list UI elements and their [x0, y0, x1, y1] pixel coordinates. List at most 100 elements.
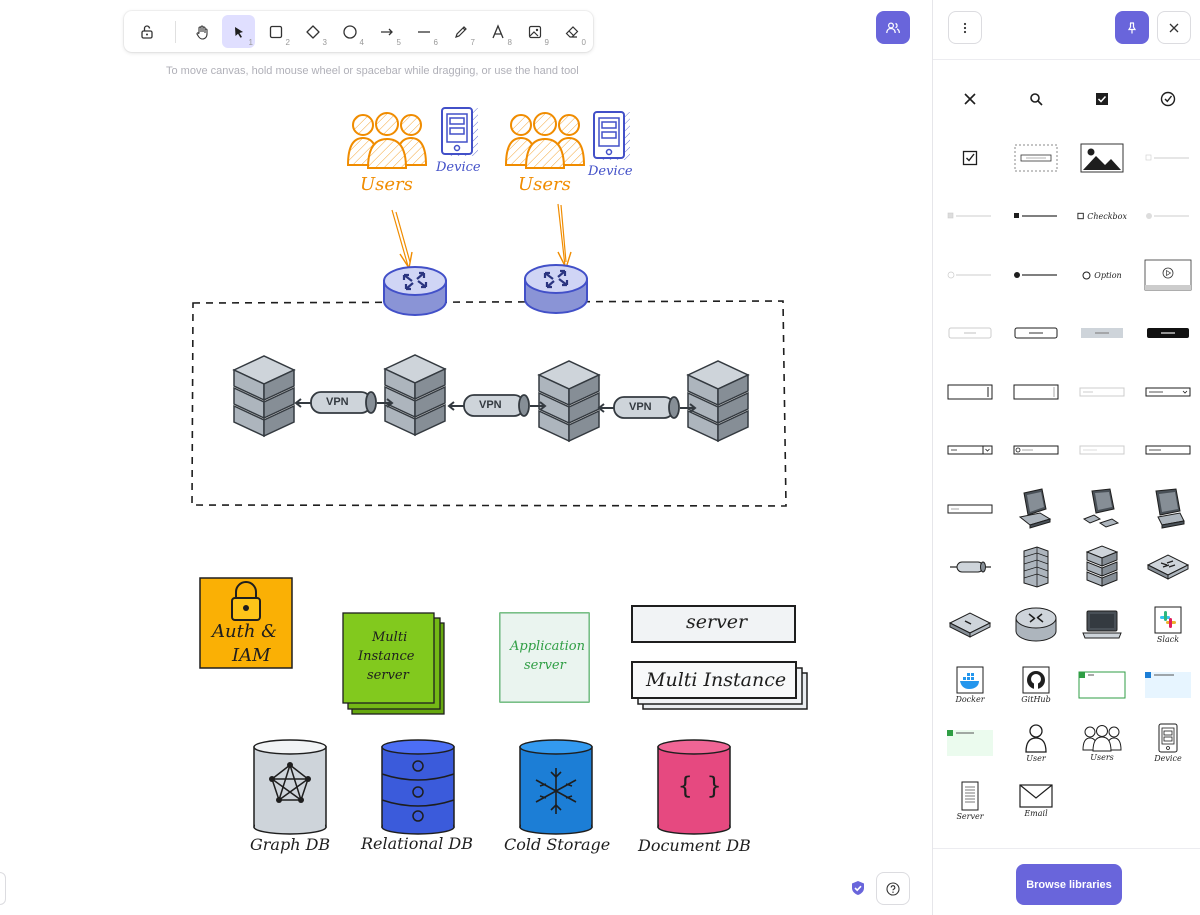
line-tool[interactable]: 6 — [407, 15, 440, 48]
arrow-tool[interactable]: 5 — [370, 15, 403, 48]
library-item-image[interactable] — [1077, 133, 1127, 183]
library-item-public-subnet[interactable] — [945, 718, 995, 768]
library-item-vpc[interactable] — [1077, 660, 1127, 710]
library-item-disabled-option[interactable] — [945, 250, 995, 300]
library-item-search-input[interactable] — [1011, 425, 1061, 475]
library-item-select[interactable] — [1143, 367, 1193, 417]
text-icon — [491, 23, 504, 38]
lock-tool[interactable] — [130, 15, 163, 48]
docker-icon — [956, 666, 984, 694]
library-item-textarea[interactable] — [945, 484, 995, 534]
disabled-select-icon — [1079, 387, 1125, 397]
library-item-selected-option[interactable] — [1011, 250, 1061, 300]
library-item-github[interactable]: GitHub — [1011, 660, 1061, 710]
document-db-icon[interactable] — [657, 739, 731, 835]
router-icon[interactable] — [523, 263, 589, 315]
library-item-option[interactable]: Option — [1077, 250, 1127, 300]
library-item-workstation-2[interactable] — [1077, 484, 1127, 534]
library-item-private-subnet[interactable] — [1143, 660, 1193, 710]
library-item-check-circle[interactable] — [1143, 74, 1193, 124]
library-item-close[interactable] — [945, 74, 995, 124]
library-item-firewall[interactable] — [1011, 542, 1061, 592]
auth-iam-card[interactable] — [199, 577, 293, 669]
draw-tool[interactable]: 7 — [444, 15, 477, 48]
rectangle-tool[interactable]: 2 — [259, 15, 292, 48]
device-icon[interactable] — [441, 107, 479, 157]
collaborators-button[interactable] — [876, 11, 910, 44]
library-item-desktop[interactable] — [1143, 484, 1193, 534]
server-stack-icon[interactable] — [538, 360, 600, 442]
server-stack-icon[interactable] — [384, 354, 446, 436]
library-item-router[interactable] — [1011, 600, 1061, 650]
library-item-dropdown[interactable] — [945, 425, 995, 475]
server-stack-icon[interactable] — [687, 360, 749, 442]
library-item-text-input-2[interactable] — [1011, 367, 1061, 417]
library-item-video-player[interactable] — [1143, 250, 1193, 300]
help-button[interactable] — [876, 872, 910, 905]
library-item-checked-box[interactable] — [1077, 74, 1127, 124]
browse-libraries-button[interactable]: Browse libraries — [1016, 864, 1122, 905]
cold-storage-icon[interactable] — [519, 739, 593, 835]
library-item-search[interactable] — [1011, 74, 1061, 124]
drawing-canvas[interactable]: Users Device Users Device VPN VPN VPN Au… — [0, 0, 932, 915]
library-item-secondary-button[interactable] — [1077, 308, 1127, 358]
library-item-checkbox[interactable]: Checkbox — [1077, 191, 1127, 241]
multi-instance-server-card[interactable] — [342, 612, 445, 715]
eraser-tool[interactable]: 0 — [555, 15, 588, 48]
library-item-disabled-selected-radio[interactable] — [1143, 191, 1193, 241]
library-item-upload-image[interactable] — [1011, 133, 1061, 183]
image-tool[interactable]: 9 — [518, 15, 551, 48]
hand-tool[interactable] — [185, 15, 218, 48]
arrow-users-to-router-1[interactable] — [391, 209, 413, 270]
network-switch-icon — [1146, 554, 1190, 580]
multi-instance-box[interactable] — [631, 661, 808, 710]
library-item-primary-button[interactable] — [1143, 308, 1193, 358]
library-item-user[interactable]: User — [1011, 718, 1061, 768]
library-item-check-box[interactable] — [945, 133, 995, 183]
arrow-users-to-router-2[interactable] — [557, 203, 572, 270]
device-icon[interactable] — [593, 111, 631, 161]
close-sidebar-button[interactable] — [1157, 11, 1191, 44]
users-icon[interactable] — [347, 112, 427, 169]
pin-sidebar-button[interactable] — [1115, 11, 1149, 44]
library-item-email[interactable]: Email — [1011, 776, 1061, 826]
library-item-server[interactable]: Server — [945, 776, 995, 826]
library-item-switch[interactable] — [1143, 542, 1193, 592]
library-item-disabled-select[interactable] — [1077, 367, 1127, 417]
library-item-text-input[interactable] — [945, 367, 995, 417]
library-item-device[interactable]: Device — [1143, 718, 1193, 768]
ellipse-tool[interactable]: 4 — [333, 15, 366, 48]
library-item-vpn[interactable] — [945, 542, 995, 592]
line-icon — [417, 30, 430, 33]
relational-db-icon[interactable] — [381, 739, 455, 835]
server-stack-icon[interactable] — [233, 355, 295, 437]
graph-db-icon[interactable] — [253, 739, 327, 835]
library-item-disabled-selected[interactable] — [945, 191, 995, 241]
device-icon — [1158, 723, 1178, 753]
application-server-card[interactable] — [499, 612, 590, 703]
library-item-disabled-input[interactable] — [1077, 425, 1127, 475]
library-menu-button[interactable] — [948, 11, 982, 44]
library-item-slack[interactable]: Slack — [1143, 600, 1193, 650]
shortcut-key: 4 — [359, 38, 364, 47]
document-db-label: Document DB — [638, 836, 751, 855]
menu-stub[interactable] — [0, 872, 6, 905]
diamond-tool[interactable]: 3 — [296, 15, 329, 48]
users-icon[interactable] — [505, 112, 585, 169]
library-item-users[interactable]: Users — [1077, 718, 1127, 768]
library-item-disabled-checkbox[interactable] — [1143, 133, 1193, 183]
router-icon[interactable] — [382, 265, 448, 317]
library-item-docker[interactable]: Docker — [945, 660, 995, 710]
library-item-laptop[interactable] — [1077, 600, 1127, 650]
library-item-workstation[interactable] — [1011, 484, 1061, 534]
library-item-button[interactable] — [1011, 308, 1061, 358]
library-item-disabled-button[interactable] — [945, 308, 995, 358]
shield-check-icon[interactable] — [850, 880, 866, 896]
library-item-switch-2[interactable] — [945, 600, 995, 650]
library-item-sign-in-input[interactable] — [1143, 425, 1193, 475]
library-item-server-stack[interactable] — [1077, 542, 1127, 592]
library-item-selected-checkbox[interactable] — [1011, 191, 1061, 241]
server-box[interactable] — [631, 605, 796, 643]
selection-tool[interactable]: 1 — [222, 15, 255, 48]
text-tool[interactable]: 8 — [481, 15, 514, 48]
